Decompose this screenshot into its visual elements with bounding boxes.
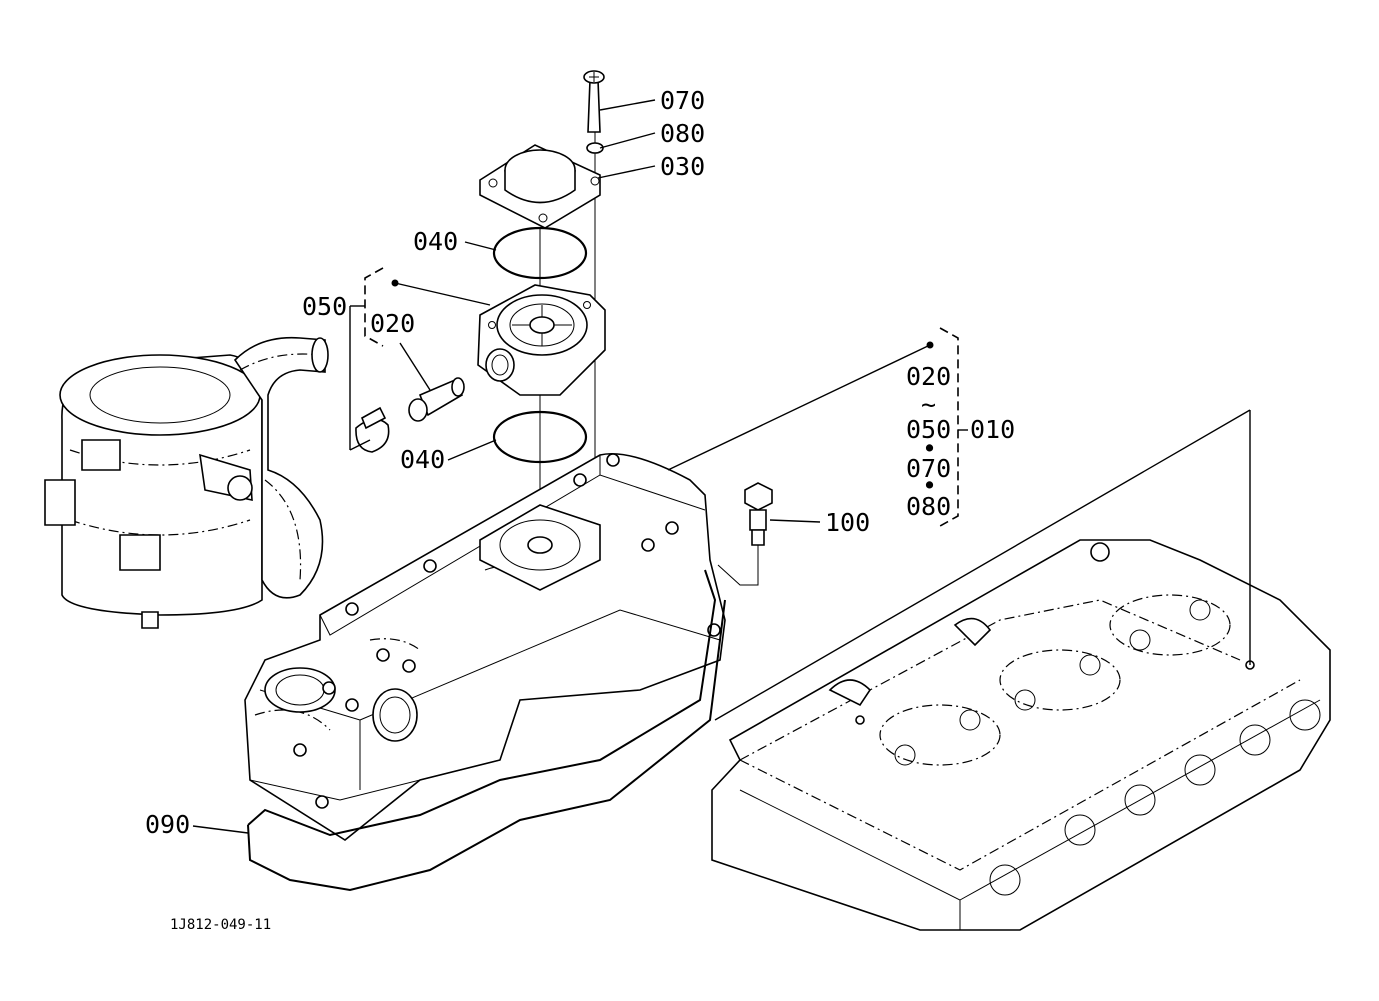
callout-labels: 070 080 030 040 050 020 040 100 090 — [145, 86, 870, 839]
rocker-cover-drawing — [244, 452, 726, 841]
callout-050: 050 — [302, 292, 347, 321]
group-item-dot-1: • — [922, 434, 937, 463]
group-item-070: 070 — [906, 454, 951, 483]
group-item-080: 080 — [906, 492, 951, 521]
group-result-010: 010 — [970, 415, 1015, 444]
group-brackets — [364, 267, 959, 527]
drawing-code: 1J812-049-11 — [170, 917, 271, 933]
air-cleaner-drawing — [44, 336, 329, 629]
callout-090: 090 — [145, 810, 190, 839]
callout-040-lower: 040 — [400, 445, 445, 474]
group-item-range-sign: ~ — [921, 390, 936, 419]
pipe-and-clamp-drawing — [355, 377, 465, 453]
assembly-group: 020 ~ 050 • 070 • 080 010 — [906, 362, 1015, 521]
callout-080: 080 — [660, 119, 705, 148]
callout-030: 030 — [660, 152, 705, 181]
group-item-050: 050 — [906, 415, 951, 444]
group-item-dot-2: • — [922, 471, 937, 500]
cover-plate-drawing — [479, 70, 605, 530]
valve-housing-drawing — [477, 284, 606, 396]
cylinder-head-drawing — [711, 539, 1331, 931]
group-item-020: 020 — [906, 362, 951, 391]
leader-lines — [192, 99, 1251, 834]
gasket-drawing — [247, 569, 726, 892]
callout-020: 020 — [370, 309, 415, 338]
bolt-drawing — [717, 482, 773, 586]
callout-070: 070 — [660, 86, 705, 115]
callout-100: 100 — [825, 508, 870, 537]
callout-040-upper: 040 — [413, 227, 458, 256]
